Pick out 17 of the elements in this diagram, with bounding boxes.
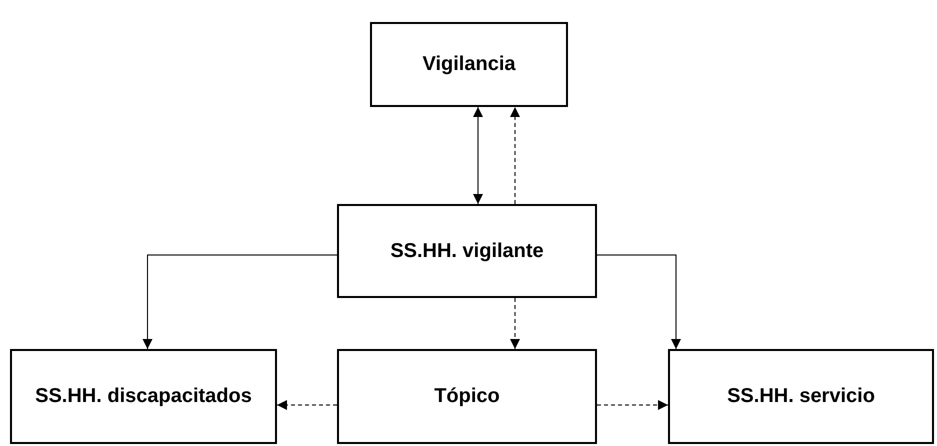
- process-box: [370, 22, 568, 107]
- arrow: [596, 254, 681, 350]
- arrow: [510, 298, 520, 350]
- box-label: SS.HH. vigilante: [390, 238, 544, 264]
- arrow: [142, 254, 338, 350]
- arrow: [596, 400, 668, 410]
- box-label: SS.HH. discapacitados: [35, 384, 252, 409]
- arrow: [473, 106, 483, 204]
- process-box: [10, 349, 277, 444]
- box-label: Tópico: [434, 384, 500, 409]
- process-box: [668, 349, 934, 444]
- box-label: Vigilancia: [422, 52, 516, 77]
- box-label: SS.HH. servicio: [727, 384, 875, 409]
- process-box: [337, 349, 597, 444]
- arrow: [276, 400, 338, 410]
- arrow: [510, 106, 520, 204]
- process-box: [337, 204, 597, 298]
